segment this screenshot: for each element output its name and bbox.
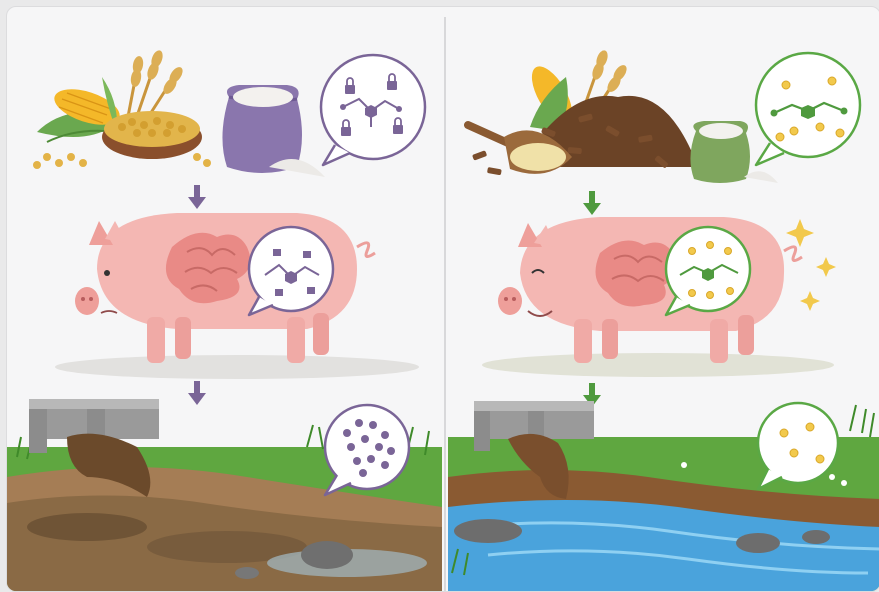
panel-divider	[444, 17, 446, 591]
feed-pellets-icon	[472, 96, 698, 175]
mineral-sack-icon	[222, 85, 325, 177]
released-phosphorus-callout	[756, 53, 860, 165]
feed-ingredients-right	[468, 49, 860, 183]
sparkle-icon	[786, 219, 836, 311]
pig-happy	[482, 217, 836, 377]
polluted-stream-scene	[7, 399, 442, 591]
clean-stream-scene	[448, 401, 879, 591]
feed-ingredients-left	[33, 49, 425, 177]
down-arrow-icon	[583, 191, 601, 215]
down-arrow-icon	[188, 381, 206, 405]
locked-phosphorus-callout	[321, 55, 425, 165]
pig-neutral	[55, 213, 419, 379]
panel-conventional	[7, 7, 442, 591]
panel-improved	[448, 7, 879, 591]
comparison-figure	[6, 6, 879, 592]
down-arrow-icon	[188, 185, 206, 209]
